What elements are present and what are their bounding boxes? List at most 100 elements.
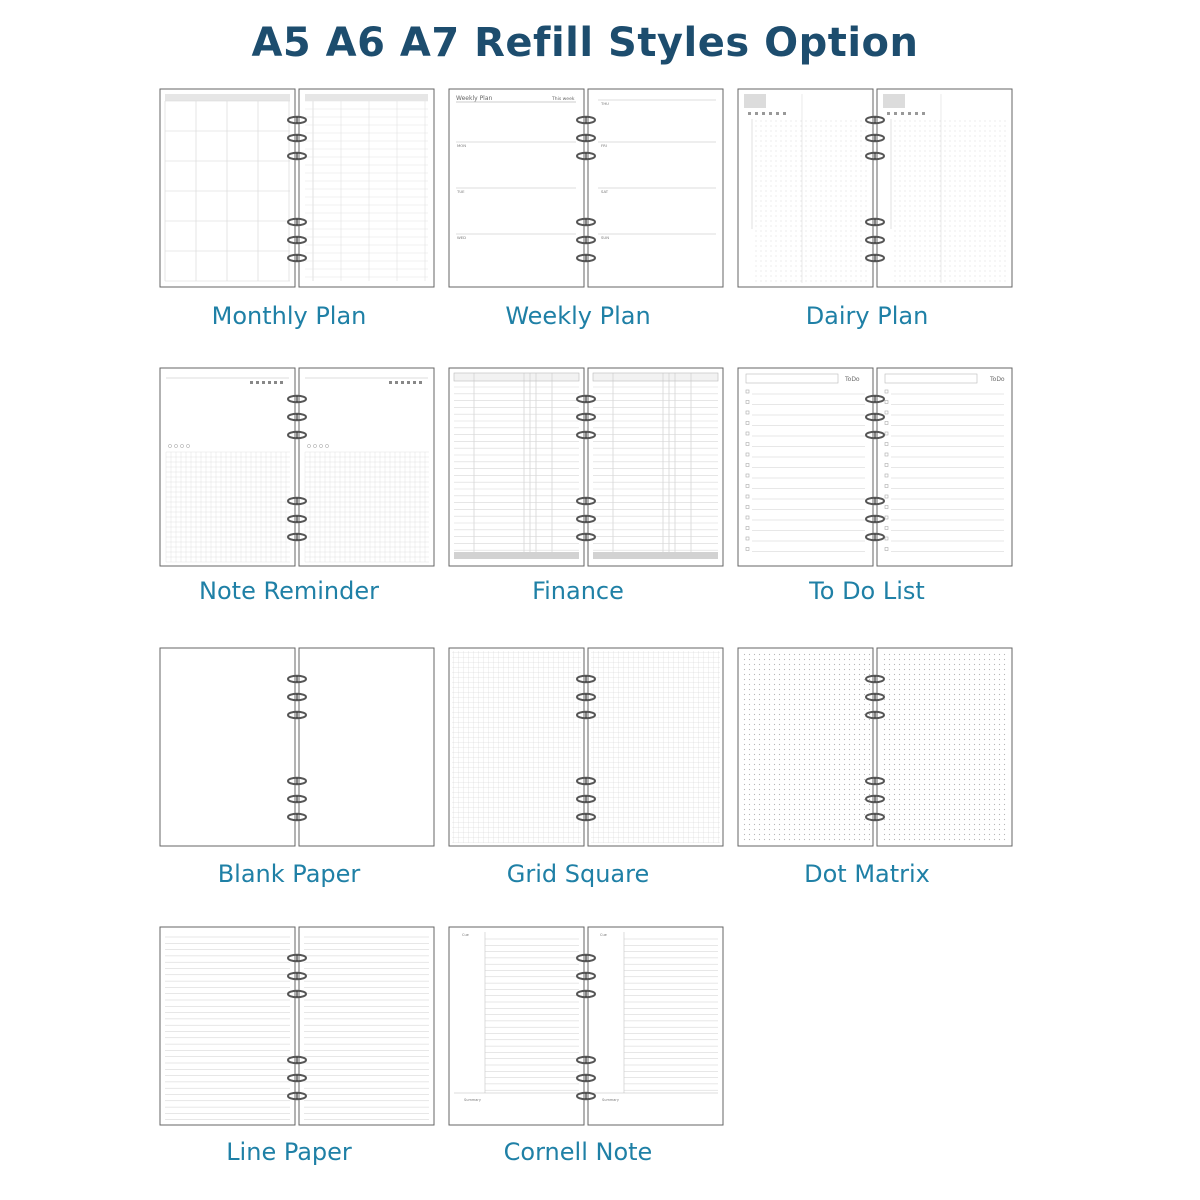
binder-ring-icon	[287, 710, 307, 720]
cornell-summary: Summary	[602, 1098, 619, 1102]
weekly-day: THU	[600, 101, 609, 106]
right-page	[876, 367, 1013, 567]
binder-ring-icon	[865, 430, 885, 440]
binder-ring-icon	[865, 217, 885, 227]
planner-preview	[159, 88, 435, 288]
left-page	[159, 647, 296, 847]
binder-ring-icon	[865, 151, 885, 161]
binder-ring-icon	[865, 115, 885, 125]
binder-ring-icon	[287, 794, 307, 804]
style-card-blank[interactable]: Blank Paper	[159, 647, 435, 888]
style-label: Cornell Note	[503, 1138, 653, 1166]
binder-ring-icon	[576, 217, 596, 227]
style-label: Monthly Plan	[211, 302, 367, 330]
planner-preview	[448, 367, 724, 567]
binder-ring-icon	[576, 989, 596, 999]
left-page	[448, 926, 585, 1126]
left-page	[737, 367, 874, 567]
binder-ring-icon	[865, 674, 885, 684]
style-card-weekly[interactable]: Weekly Plan This week MON TUE WED THU FR…	[448, 88, 724, 330]
planner-preview	[159, 367, 435, 567]
note-reminder-pages	[159, 367, 435, 567]
binder-ring-icon	[865, 253, 885, 263]
planner-preview: ToDo ToDo	[737, 367, 1013, 567]
weekly-day: FRI	[601, 143, 607, 148]
binder-ring-icon	[576, 253, 596, 263]
binder-ring-icon	[287, 532, 307, 542]
style-card-monthly[interactable]: Monthly Plan	[159, 88, 435, 330]
cornell-cue: Cue	[462, 933, 469, 937]
style-label: Finance	[532, 577, 624, 605]
binder-ring-icon	[287, 235, 307, 245]
style-card-dairy[interactable]: Dairy Plan	[737, 88, 1013, 330]
binder-ring-icon	[287, 394, 307, 404]
todo-list-pages: ToDo ToDo	[737, 367, 1013, 567]
style-card-line[interactable]: Line Paper	[159, 926, 435, 1166]
weekly-day: SAT	[601, 189, 609, 194]
monthly-plan-pages	[159, 88, 435, 288]
binder-ring-icon	[287, 674, 307, 684]
binder-ring-icon	[287, 989, 307, 999]
todo-header: ToDo	[844, 376, 860, 383]
style-card-grid[interactable]: Grid Square	[448, 647, 724, 888]
binder-ring-icon	[865, 692, 885, 702]
style-card-finance[interactable]: Finance	[448, 367, 724, 605]
style-label: Blank Paper	[217, 860, 361, 888]
binder-ring-icon	[287, 217, 307, 227]
style-card-todo[interactable]: ToDo ToDo To Do List	[737, 367, 1013, 605]
binder-ring-icon	[865, 532, 885, 542]
binder-ring-icon	[865, 514, 885, 524]
binder-ring-icon	[576, 496, 596, 506]
weekly-title: Weekly Plan	[456, 95, 493, 102]
binder-ring-icon	[576, 394, 596, 404]
planner-preview	[159, 647, 435, 847]
binder-ring-icon	[576, 776, 596, 786]
style-card-dot[interactable]: Dot Matrix	[737, 647, 1013, 888]
left-page	[737, 88, 874, 288]
binder-ring-icon	[576, 710, 596, 720]
style-label: Line Paper	[226, 1138, 352, 1166]
finance-pages	[448, 367, 724, 567]
cornell-summary: Summary	[464, 1098, 481, 1102]
binder-ring-icon	[287, 1091, 307, 1101]
right-page	[298, 647, 435, 847]
binder-ring-icon	[287, 971, 307, 981]
binder-ring-icon	[287, 412, 307, 422]
binder-ring-icon	[287, 776, 307, 786]
binder-ring-icon	[865, 812, 885, 822]
style-label: Dairy Plan	[805, 302, 929, 330]
style-label: To Do List	[809, 577, 925, 605]
dairy-plan-pages	[737, 88, 1013, 288]
binder-ring-icon	[287, 1073, 307, 1083]
binder-ring-icon	[576, 692, 596, 702]
planner-preview	[737, 647, 1013, 847]
binder-ring-icon	[287, 514, 307, 524]
weekly-plan-pages: Weekly Plan This week MON TUE WED THU FR…	[448, 88, 724, 288]
blank-paper-pages	[159, 647, 435, 847]
style-card-note-reminder[interactable]: Note Reminder	[159, 367, 435, 605]
binder-ring-icon	[287, 496, 307, 506]
cornell-cue: Cue	[600, 933, 607, 937]
left-page	[448, 367, 585, 567]
binder-ring-icon	[287, 115, 307, 125]
binder-ring-icon	[865, 496, 885, 506]
planner-preview: Weekly Plan This week MON TUE WED THU FR…	[448, 88, 724, 288]
binder-ring-icon	[287, 430, 307, 440]
binder-ring-icon	[287, 253, 307, 263]
right-page	[876, 88, 1013, 288]
weekly-tag: This week	[551, 96, 575, 102]
binder-ring-icon	[576, 1073, 596, 1083]
style-card-cornell[interactable]: Cue Cue Summary Summary Cornell Note	[448, 926, 724, 1166]
cornell-note-pages: Cue Cue Summary Summary	[448, 926, 724, 1126]
binder-ring-icon	[865, 710, 885, 720]
binder-ring-icon	[576, 412, 596, 422]
right-page	[298, 926, 435, 1126]
binder-ring-icon	[287, 692, 307, 702]
style-label: Dot Matrix	[804, 860, 930, 888]
binder-ring-icon	[287, 151, 307, 161]
right-page	[587, 367, 724, 567]
binder-ring-icon	[576, 532, 596, 542]
binder-ring-icon	[576, 812, 596, 822]
binder-ring-icon	[287, 1055, 307, 1065]
style-label: Note Reminder	[199, 577, 379, 605]
